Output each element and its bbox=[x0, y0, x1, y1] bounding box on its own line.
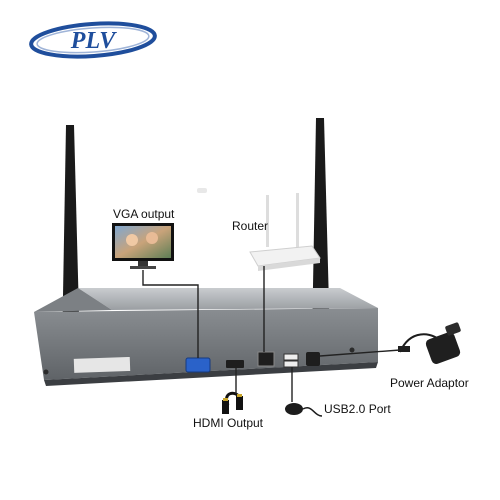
logo-text: PLV bbox=[70, 28, 117, 54]
usb-port-label: USB2.0 Port bbox=[324, 402, 391, 416]
nvr-device bbox=[34, 288, 378, 386]
vga-port bbox=[185, 357, 211, 373]
hdmi-cable-image bbox=[222, 391, 243, 414]
dc-in-port bbox=[306, 352, 320, 366]
router-image bbox=[249, 193, 321, 271]
caution-label bbox=[73, 356, 131, 373]
hdmi-output-label: HDMI Output bbox=[193, 416, 264, 430]
vga-output-label: VGA output bbox=[113, 207, 175, 221]
router-label: Router bbox=[232, 219, 269, 233]
usb-mouse-image bbox=[285, 403, 323, 417]
usb-port bbox=[283, 353, 299, 361]
power-adaptor-label: Power Adaptor bbox=[390, 376, 469, 390]
connector-lines bbox=[142, 266, 401, 402]
hdmi-port bbox=[226, 360, 244, 368]
plv-logo: PLV bbox=[29, 21, 157, 59]
power-adaptor-image bbox=[398, 322, 461, 364]
monitor-image bbox=[112, 223, 174, 269]
lan-port bbox=[257, 351, 275, 367]
